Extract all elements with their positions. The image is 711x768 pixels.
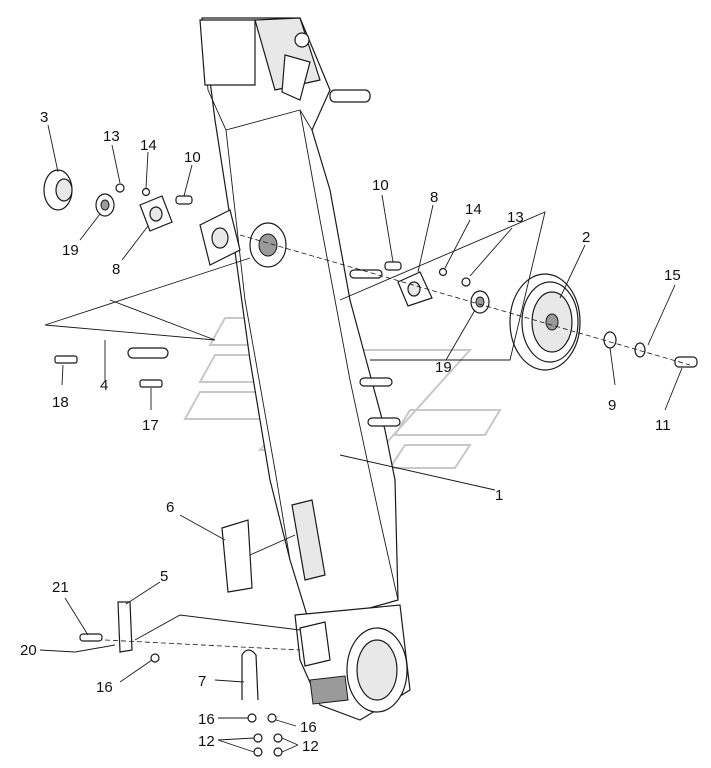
callout-6: 6 (166, 499, 174, 516)
part-15-washer (634, 342, 646, 358)
callout-12-b: 12 (302, 738, 319, 755)
callout-19-right: 19 (435, 359, 452, 376)
callout-8-right: 8 (430, 189, 438, 206)
part-19-bearing-right (470, 290, 490, 314)
callout-labels: 3 13 14 10 19 8 18 4 17 10 8 14 13 2 15 … (20, 109, 681, 755)
callout-12-a: 12 (198, 733, 215, 750)
part-17-key (139, 379, 163, 388)
callout-10-right: 10 (372, 177, 389, 194)
part-16-washer-a (247, 713, 257, 723)
callout-16-b: 16 (300, 719, 317, 736)
part-14-washer-left (141, 187, 151, 197)
frame-arm (199, 17, 411, 721)
callout-15: 15 (664, 267, 681, 284)
callout-20: 20 (20, 642, 37, 659)
callout-13-left: 13 (103, 128, 120, 145)
callout-7: 7 (198, 673, 206, 690)
part-10-bolt-right (384, 261, 402, 271)
callout-18: 18 (52, 394, 69, 411)
callout-9: 9 (608, 397, 616, 414)
part-12-nut-d (273, 747, 283, 757)
part-10-bolt-left (175, 195, 193, 205)
part-5-bracket (117, 601, 133, 653)
callout-5: 5 (160, 568, 168, 585)
callout-2: 2 (582, 229, 590, 246)
callout-8-left: 8 (112, 261, 120, 278)
callout-14-left: 14 (140, 137, 157, 154)
callout-21: 21 (52, 579, 69, 596)
callout-16-a: 16 (198, 711, 215, 728)
callout-3: 3 (40, 109, 48, 126)
part-6-plate (221, 519, 253, 593)
part-3-cap (43, 169, 73, 211)
part-12-nut-c (253, 747, 263, 757)
callout-17: 17 (142, 417, 159, 434)
part-18-key (54, 355, 78, 364)
callout-13-right: 13 (507, 209, 524, 226)
part-16-washer-left (150, 653, 160, 663)
callout-19-left: 19 (62, 242, 79, 259)
callout-10-left: 10 (184, 149, 201, 166)
part-12-nut-b (273, 733, 283, 743)
part-8-flange-right (397, 271, 433, 307)
part-8-flange-left (139, 195, 173, 232)
part-19-bearing-left (95, 193, 115, 217)
part-12-nut-a (253, 733, 263, 743)
callout-14-right: 14 (465, 201, 482, 218)
part-16-washer-b (267, 713, 277, 723)
callout-16-left: 16 (96, 679, 113, 696)
part-21-pin (79, 633, 103, 642)
callout-1: 1 (495, 487, 503, 504)
part-14-washer-right (438, 267, 448, 277)
part-13-nut-right (461, 277, 471, 287)
part-7-u-bolt (241, 649, 259, 701)
part-11-pin (674, 356, 698, 368)
part-13-nut-left (115, 183, 125, 193)
callout-4: 4 (100, 377, 108, 394)
mounting-plate-left (199, 209, 241, 266)
part-2-pulley (509, 273, 581, 371)
part-4-shaft (44, 257, 251, 388)
callout-11: 11 (655, 417, 671, 434)
leader-lines (39, 124, 683, 753)
part-9-washer (603, 331, 617, 349)
